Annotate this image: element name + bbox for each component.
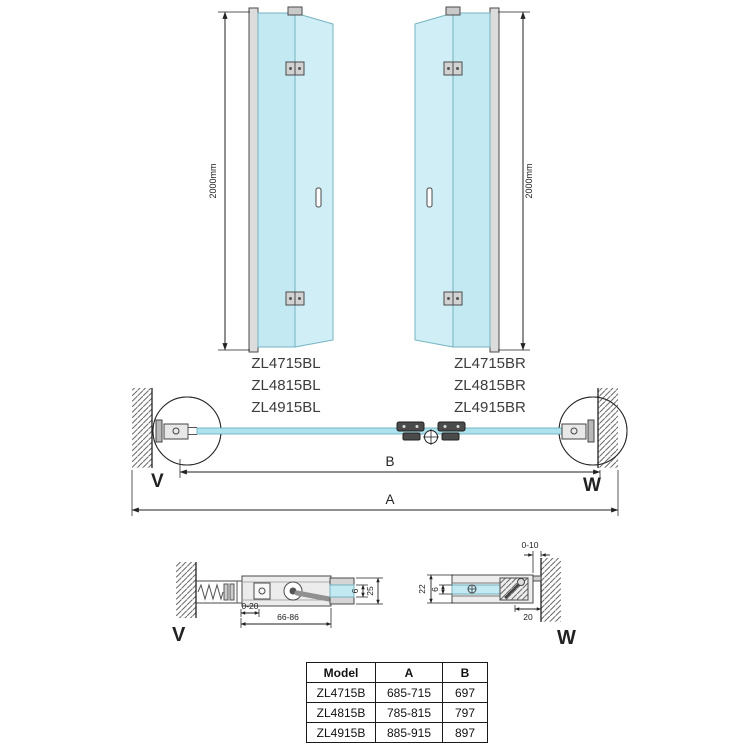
detail-v-dim-glass: 6 [350, 584, 368, 598]
detail-w-wall-hook [532, 575, 542, 582]
model-code: ZL4815BL [251, 377, 320, 394]
model-codes-left: ZL4715BL ZL4815BL ZL4915BL [251, 355, 320, 416]
cell-a: 885-915 [375, 722, 443, 743]
door-right-wall-profile [489, 7, 500, 353]
plan-detail-label-v: V [151, 471, 164, 492]
dim-20-label: 20 [523, 612, 533, 622]
door-left-top-pivot [287, 6, 303, 16]
detail-v-glass-clamp [329, 577, 355, 605]
detail-w-profile-body [451, 574, 542, 604]
plan-dimension-b: B [179, 454, 601, 478]
dim-6b-label: 6 [430, 587, 440, 592]
detail-w-label: W [557, 627, 576, 649]
door-left-elevation [248, 6, 334, 353]
model-code: ZL4715BL [251, 355, 320, 372]
dim-0-10-label: 0-10 [521, 540, 538, 550]
spec-table-header-row: Model A B [306, 662, 488, 683]
detail-v-profile-body [241, 575, 332, 607]
cell-b: 797 [442, 702, 488, 723]
detail-v-label: V [172, 624, 186, 646]
door-right-height-dimension: 2000mm [498, 11, 534, 351]
plan-wall-bracket-left [155, 419, 197, 443]
detail-v-dim-span: 66-86 [240, 608, 332, 628]
dim-a-label: A [385, 492, 394, 507]
detail-v-glass [329, 584, 355, 598]
dim-22-label: 22 [417, 584, 427, 594]
plan-glass-line [196, 427, 563, 435]
door-right-height-label: 2000mm [524, 163, 534, 198]
col-header-b: B [442, 662, 488, 683]
detail-w-dim-height: 22 [417, 574, 453, 604]
door-right-elevation [414, 6, 500, 353]
plan-wall-left [132, 388, 153, 468]
cell-b: 897 [442, 722, 488, 743]
table-row: ZL4815B 785-815 797 [306, 702, 488, 723]
model-codes-right: ZL4715BR ZL4815BR ZL4915BR [454, 355, 526, 416]
detail-v-dim-depth: 25 [356, 577, 383, 605]
cell-b: 697 [442, 682, 488, 703]
detail-view-w: 0-10 22 6 20 W [417, 540, 576, 649]
model-code: ZL4915BR [454, 399, 526, 416]
dim-6-label: 6 [350, 588, 360, 593]
detail-w-wall [540, 558, 561, 622]
detail-v-dim-adjust: 0-20 [240, 601, 260, 617]
detail-view-v: 0-20 66-86 6 25 V [172, 562, 383, 646]
model-code: ZL4915BL [251, 399, 320, 416]
plan-wall-right [597, 388, 618, 468]
door-left-handle [315, 187, 322, 208]
detail-v-spring-adjuster [196, 580, 242, 604]
dim-b-label: B [385, 454, 394, 469]
cell-a: 685-715 [375, 682, 443, 703]
plan-view: V W B A [131, 388, 628, 516]
detail-w-dim-width: 20 [514, 605, 542, 622]
detail-w-dim-adjust: 0-10 [521, 540, 550, 573]
door-left-height-dimension: 2000mm [208, 11, 250, 351]
dim-25-label: 25 [365, 586, 375, 596]
col-header-a: A [375, 662, 443, 683]
detail-w-screw [504, 583, 520, 599]
spec-table: Model A B ZL4715B 685-715 697 ZL4815B 78… [306, 662, 488, 743]
table-row: ZL4715B 685-715 697 [306, 682, 488, 703]
dim-0-20-label: 0-20 [241, 601, 258, 611]
model-code: ZL4815BR [454, 377, 526, 394]
plan-dimension-a: A [131, 470, 619, 516]
door-right-hinge-top [443, 61, 463, 76]
table-row: ZL4915B 885-915 897 [306, 722, 488, 743]
cell-a: 785-815 [375, 702, 443, 723]
cell-model: ZL4715B [306, 682, 376, 703]
dim-66-86-label: 66-86 [277, 612, 299, 622]
cell-model: ZL4815B [306, 702, 376, 723]
door-right-hinge-bottom [443, 291, 463, 306]
door-left-height-label: 2000mm [208, 163, 218, 198]
door-left-hinge-top [285, 61, 305, 76]
detail-w-dim-glass: 6 [430, 584, 452, 595]
door-left-wall-profile [248, 7, 259, 353]
plan-wall-bracket-right [561, 419, 595, 443]
plan-detail-label-w: W [583, 475, 601, 496]
plan-fold-hinge-hardware [396, 421, 466, 445]
door-right-glass-panel-hinge [452, 12, 491, 348]
cell-model: ZL4915B [306, 722, 376, 743]
col-header-model: Model [306, 662, 376, 683]
door-left-hinge-bottom [285, 291, 305, 306]
door-right-handle [426, 187, 433, 208]
model-code: ZL4715BR [454, 355, 526, 372]
door-right-top-pivot [445, 6, 461, 16]
detail-v-wall [176, 562, 197, 618]
